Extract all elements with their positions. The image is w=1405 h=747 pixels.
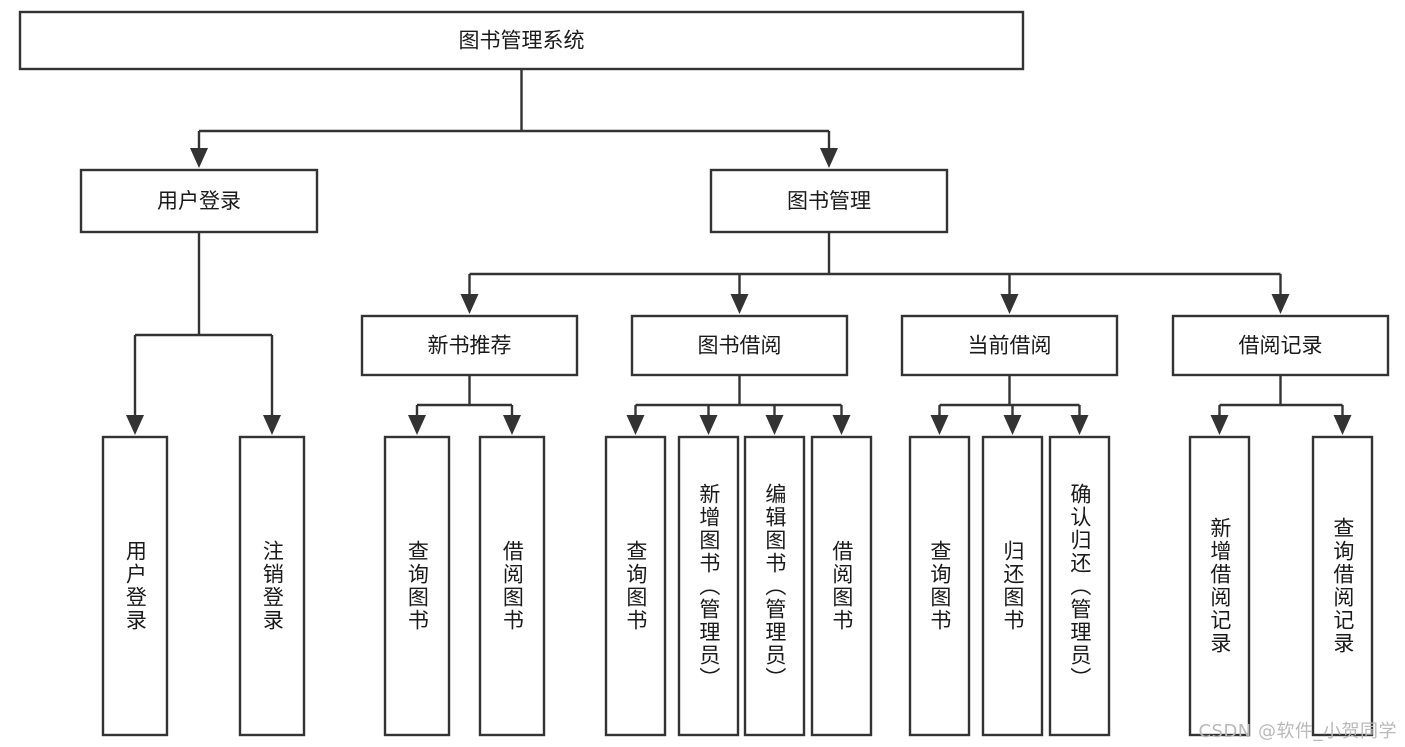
arrow-head-borrow-record [1271, 294, 1290, 314]
arrow-head-leaf-add-record [1210, 415, 1229, 435]
node-box-leaf-confirm-return[interactable] [1048, 435, 1111, 737]
node-box-book-manage[interactable] [709, 168, 949, 234]
node-label-new-book-recommend: 新书推荐 [428, 334, 512, 358]
node-label-user-login: 用户登录 [157, 189, 241, 213]
arrow-head-book-borrow [730, 294, 749, 314]
node-box-book-borrow[interactable] [630, 314, 849, 377]
node-box-leaf-add-record[interactable] [1188, 435, 1251, 737]
node-box-leaf-borrow-book-2[interactable] [810, 435, 873, 737]
node-box-leaf-borrow-book-1[interactable] [478, 435, 546, 737]
node-label-borrow-record: 借阅记录 [1239, 334, 1323, 358]
arrow-head-leaf-user-login [126, 415, 144, 435]
node-label-book-manage: 图书管理 [787, 189, 871, 213]
arrow-head-leaf-return-book [1003, 415, 1022, 435]
node-box-leaf-query-book-2[interactable] [604, 435, 667, 737]
arrow-head-book-manage [820, 148, 838, 168]
node-box-leaf-query-book-1[interactable] [383, 435, 451, 737]
node-label-root: 图书管理系统 [459, 29, 585, 53]
arrow-head-leaf-add-book [699, 415, 718, 435]
connector-layer [126, 69, 1352, 435]
arrow-head-leaf-query-book-2 [626, 415, 645, 435]
node-box-leaf-edit-book[interactable] [743, 435, 806, 737]
node-box-leaf-add-book[interactable] [677, 435, 740, 737]
arrow-head-leaf-confirm-return [1070, 415, 1089, 435]
arrow-head-leaf-query-book-1 [408, 415, 426, 435]
node-box-user-login[interactable] [79, 168, 319, 234]
csdn-watermark: CSDN @软件_小贺同学 [1198, 721, 1397, 742]
arrow-head-user-login [190, 148, 208, 168]
arrow-head-leaf-query-book-3 [930, 415, 949, 435]
arrow-head-leaf-query-record [1333, 415, 1352, 435]
node-box-current-borrow[interactable] [900, 314, 1119, 377]
node-box-root[interactable] [18, 10, 1025, 71]
arrow-head-current-borrow [1000, 294, 1019, 314]
node-box-borrow-record[interactable] [1171, 314, 1390, 377]
node-box-new-book-recommend[interactable] [360, 314, 579, 377]
arrow-head-leaf-logout [263, 415, 281, 435]
arrow-head-leaf-borrow-book-1 [503, 415, 521, 435]
node-box-leaf-query-record[interactable] [1311, 435, 1374, 737]
node-label-book-borrow: 图书借阅 [698, 334, 782, 358]
node-box-leaf-return-book[interactable] [981, 435, 1044, 737]
arrow-head-leaf-borrow-book-2 [832, 415, 851, 435]
node-label-current-borrow: 当前借阅 [968, 334, 1052, 358]
arrow-head-leaf-edit-book [765, 415, 784, 435]
node-box-leaf-query-book-3[interactable] [908, 435, 971, 737]
node-box-leaf-user-login[interactable] [101, 435, 169, 737]
box-layer [18, 10, 1390, 737]
arrow-head-new-book-recommend [460, 294, 479, 314]
node-box-leaf-logout[interactable] [238, 435, 306, 737]
